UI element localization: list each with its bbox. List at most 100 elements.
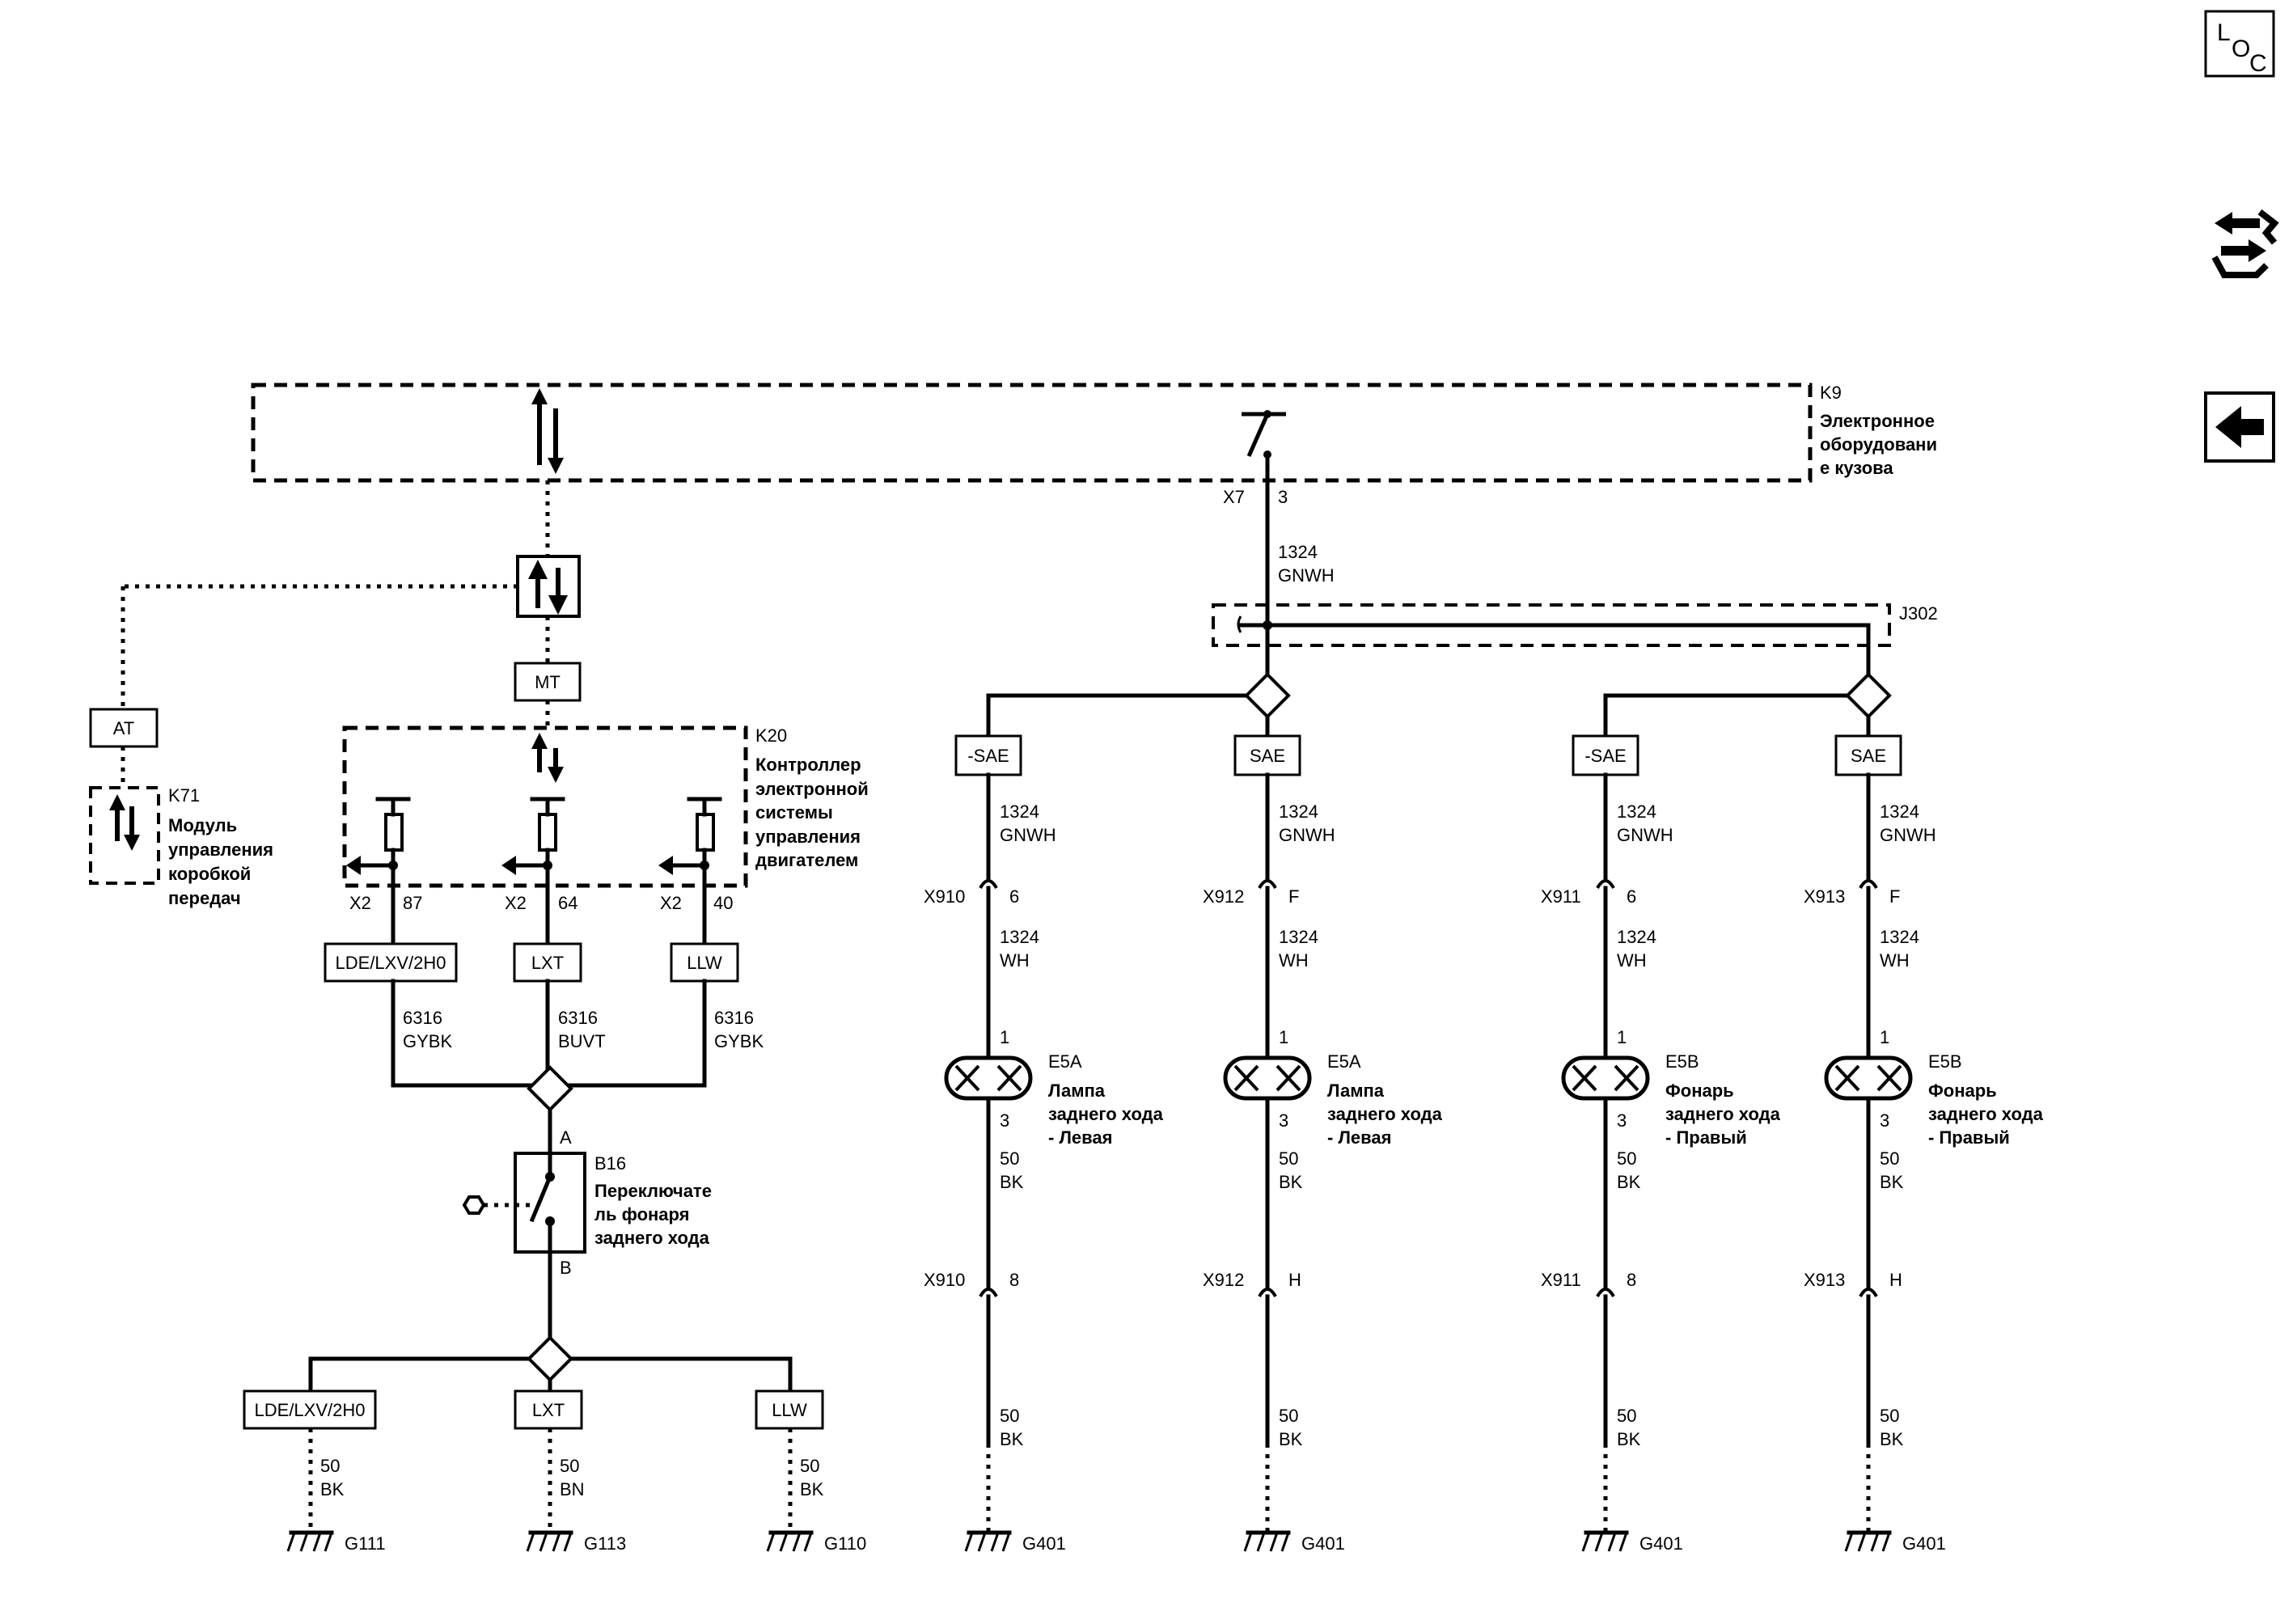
left-ground-2: LLW 50 BK G110	[755, 1389, 866, 1554]
lamp-column-0-circuit4: 50	[1000, 1406, 1019, 1426]
lamp-column-1-conn1: X912	[1203, 886, 1244, 907]
lamp-column-3-pin-top: 1	[1880, 1027, 1889, 1047]
output-arrow-icon	[658, 856, 673, 875]
connector-tools-icon	[2211, 209, 2279, 278]
lamp-column-2-circuit4: 50	[1617, 1406, 1636, 1426]
left-ground-0-option: LDE/LXV/2H0	[255, 1400, 366, 1420]
lamp-column-3-name-line1: Фонарь	[1928, 1081, 1997, 1101]
option-tag	[670, 942, 739, 983]
splice-diamond-icon	[527, 1335, 573, 1382]
wiring-diagram: K9 Электронное оборудовани е кузова X7 3…	[89, 383, 2044, 1554]
lamp-column-2-pin-bottom: 3	[1617, 1110, 1627, 1131]
lamp-column-0-color: GNWH	[1000, 825, 1056, 845]
left-ground-1-color: BN	[560, 1479, 585, 1499]
splice-diamond-icon	[527, 1065, 573, 1112]
left-ground-1-circuit: 50	[560, 1456, 579, 1476]
lamp-column-1-pin-bottom: 3	[1279, 1110, 1288, 1131]
ground-icon	[766, 1530, 814, 1552]
lamp-column-3-ground: G401	[1902, 1533, 1946, 1554]
lamp-feed-splits	[986, 672, 1892, 738]
b16-pin-b: B	[560, 1258, 572, 1278]
lamp-column-2-circuit3: 50	[1617, 1148, 1636, 1169]
lamp-column-3-option: SAE	[1851, 746, 1886, 766]
inline-connector-icon	[979, 1288, 998, 1298]
serial-data-gateway	[516, 555, 581, 618]
k71-name-line2: управления	[168, 839, 273, 860]
lamp-column-3-circuit3: 50	[1880, 1148, 1899, 1169]
left-ground-2-color: BK	[800, 1479, 824, 1499]
inline-connector-icon	[1596, 1288, 1615, 1298]
left-ground-1-option: LXT	[532, 1400, 565, 1420]
lamp-column-0-pin1: 6	[1009, 886, 1019, 907]
lamp-column-1-code: E5A	[1327, 1051, 1361, 1072]
k71-data-arrows-icon	[109, 794, 140, 851]
at-tag-label: AT	[113, 718, 134, 738]
lamp-column-2-code: E5B	[1665, 1051, 1699, 1072]
b16-pin-a: A	[560, 1127, 572, 1148]
option-tag	[755, 1389, 824, 1430]
j302-splice: J302	[1212, 603, 1938, 677]
lamp-column-1-ground: G401	[1301, 1533, 1345, 1554]
k9-module: K9 Электронное оборудовани е кузова X7 3	[251, 383, 1937, 507]
lamp-column-3-color: GNWH	[1880, 825, 1936, 845]
k20-branch-0-color: GYBK	[403, 1031, 452, 1051]
lamp-column-3-name-line3: - Правый	[1928, 1127, 2010, 1148]
inline-connector-icon	[1596, 879, 1615, 890]
lamp-column-1-color2: WH	[1279, 950, 1309, 971]
lamp-column-2-name-line2: заднего хода	[1665, 1104, 1781, 1124]
k9-switch-contact-icon	[1242, 410, 1286, 480]
lamp-column-2-pin-top: 1	[1617, 1027, 1627, 1047]
k20-branch-1-option: LXT	[531, 953, 564, 973]
k20-branch-0-conn: X2	[349, 893, 371, 913]
lamp-column-2-pin1: 6	[1627, 886, 1636, 907]
main-feed-wire: 1324 GNWH	[1265, 478, 1335, 629]
lamp-column-1-color4: BK	[1279, 1429, 1303, 1449]
connector-tools-button[interactable]	[2200, 201, 2281, 290]
k20-code: K20	[755, 725, 787, 746]
lamp-bulb-icon	[1561, 1055, 1650, 1101]
option-tag	[324, 942, 458, 983]
k20-branch-2-color: GYBK	[714, 1031, 764, 1051]
left-ground-split	[308, 1335, 793, 1394]
gateway-data-arrows-icon	[528, 560, 568, 615]
k20-name-line1: Контроллер	[755, 755, 861, 775]
pullup-resistor-icon	[384, 813, 404, 852]
lamp-column-2-conn1: X911	[1541, 886, 1581, 907]
lamp-column-2-color: GNWH	[1617, 825, 1673, 845]
loc-icon-c: C	[2249, 50, 2267, 77]
lamp-column-0-ground: G401	[1022, 1533, 1066, 1554]
inline-connector-icon	[1258, 1288, 1277, 1298]
lamp-column-1-color: GNWH	[1279, 825, 1335, 845]
lamp-column-3-color4: BK	[1880, 1429, 1904, 1449]
loc-button[interactable]: L O C	[2204, 10, 2278, 79]
k20-name-line4: управления	[755, 827, 861, 847]
lamp-column-0-conn1: X910	[924, 886, 965, 907]
left-ground-2-circuit: 50	[800, 1456, 819, 1476]
lamp-column-0-circuit2: 1324	[1000, 927, 1039, 947]
ground-icon	[1844, 1530, 1892, 1552]
k9-boundary	[251, 383, 1813, 483]
k20-module: K20 Контроллер электронной системы управ…	[342, 725, 869, 888]
left-ground-1: LXT 50 BN G113	[514, 1389, 626, 1554]
lamp-column-2-conn2: X911	[1541, 1270, 1581, 1290]
back-arrow-icon	[2204, 391, 2275, 463]
at-tag	[89, 708, 159, 748]
j302-code: J302	[1899, 603, 1938, 624]
lamp-column-2-circuit2: 1324	[1617, 927, 1656, 947]
k9-name-line2: оборудовани	[1820, 434, 1937, 455]
back-button[interactable]	[2204, 391, 2278, 466]
lamp-column-0-pin2: 8	[1009, 1270, 1019, 1290]
k20-branch-0: X2 87 LDE/LXV/2H0 6316 GYBK	[324, 797, 458, 1088]
lamp-column-3-pin-bottom: 3	[1880, 1110, 1889, 1131]
b16-name-line3: заднего хода	[594, 1228, 710, 1248]
b16-switch: B16 Переключате ль фонаря заднего хода B	[462, 1151, 712, 1340]
j302-boundary	[1212, 603, 1891, 647]
lamp-column-2-name-line3: - Правый	[1665, 1127, 1747, 1148]
lamp-column-0-color3: BK	[1000, 1172, 1024, 1192]
lamp-column-0-circuit: 1324	[1000, 801, 1039, 822]
lamp-column-3-conn2: X913	[1804, 1270, 1845, 1290]
b16-name-line2: ль фонаря	[594, 1204, 690, 1224]
